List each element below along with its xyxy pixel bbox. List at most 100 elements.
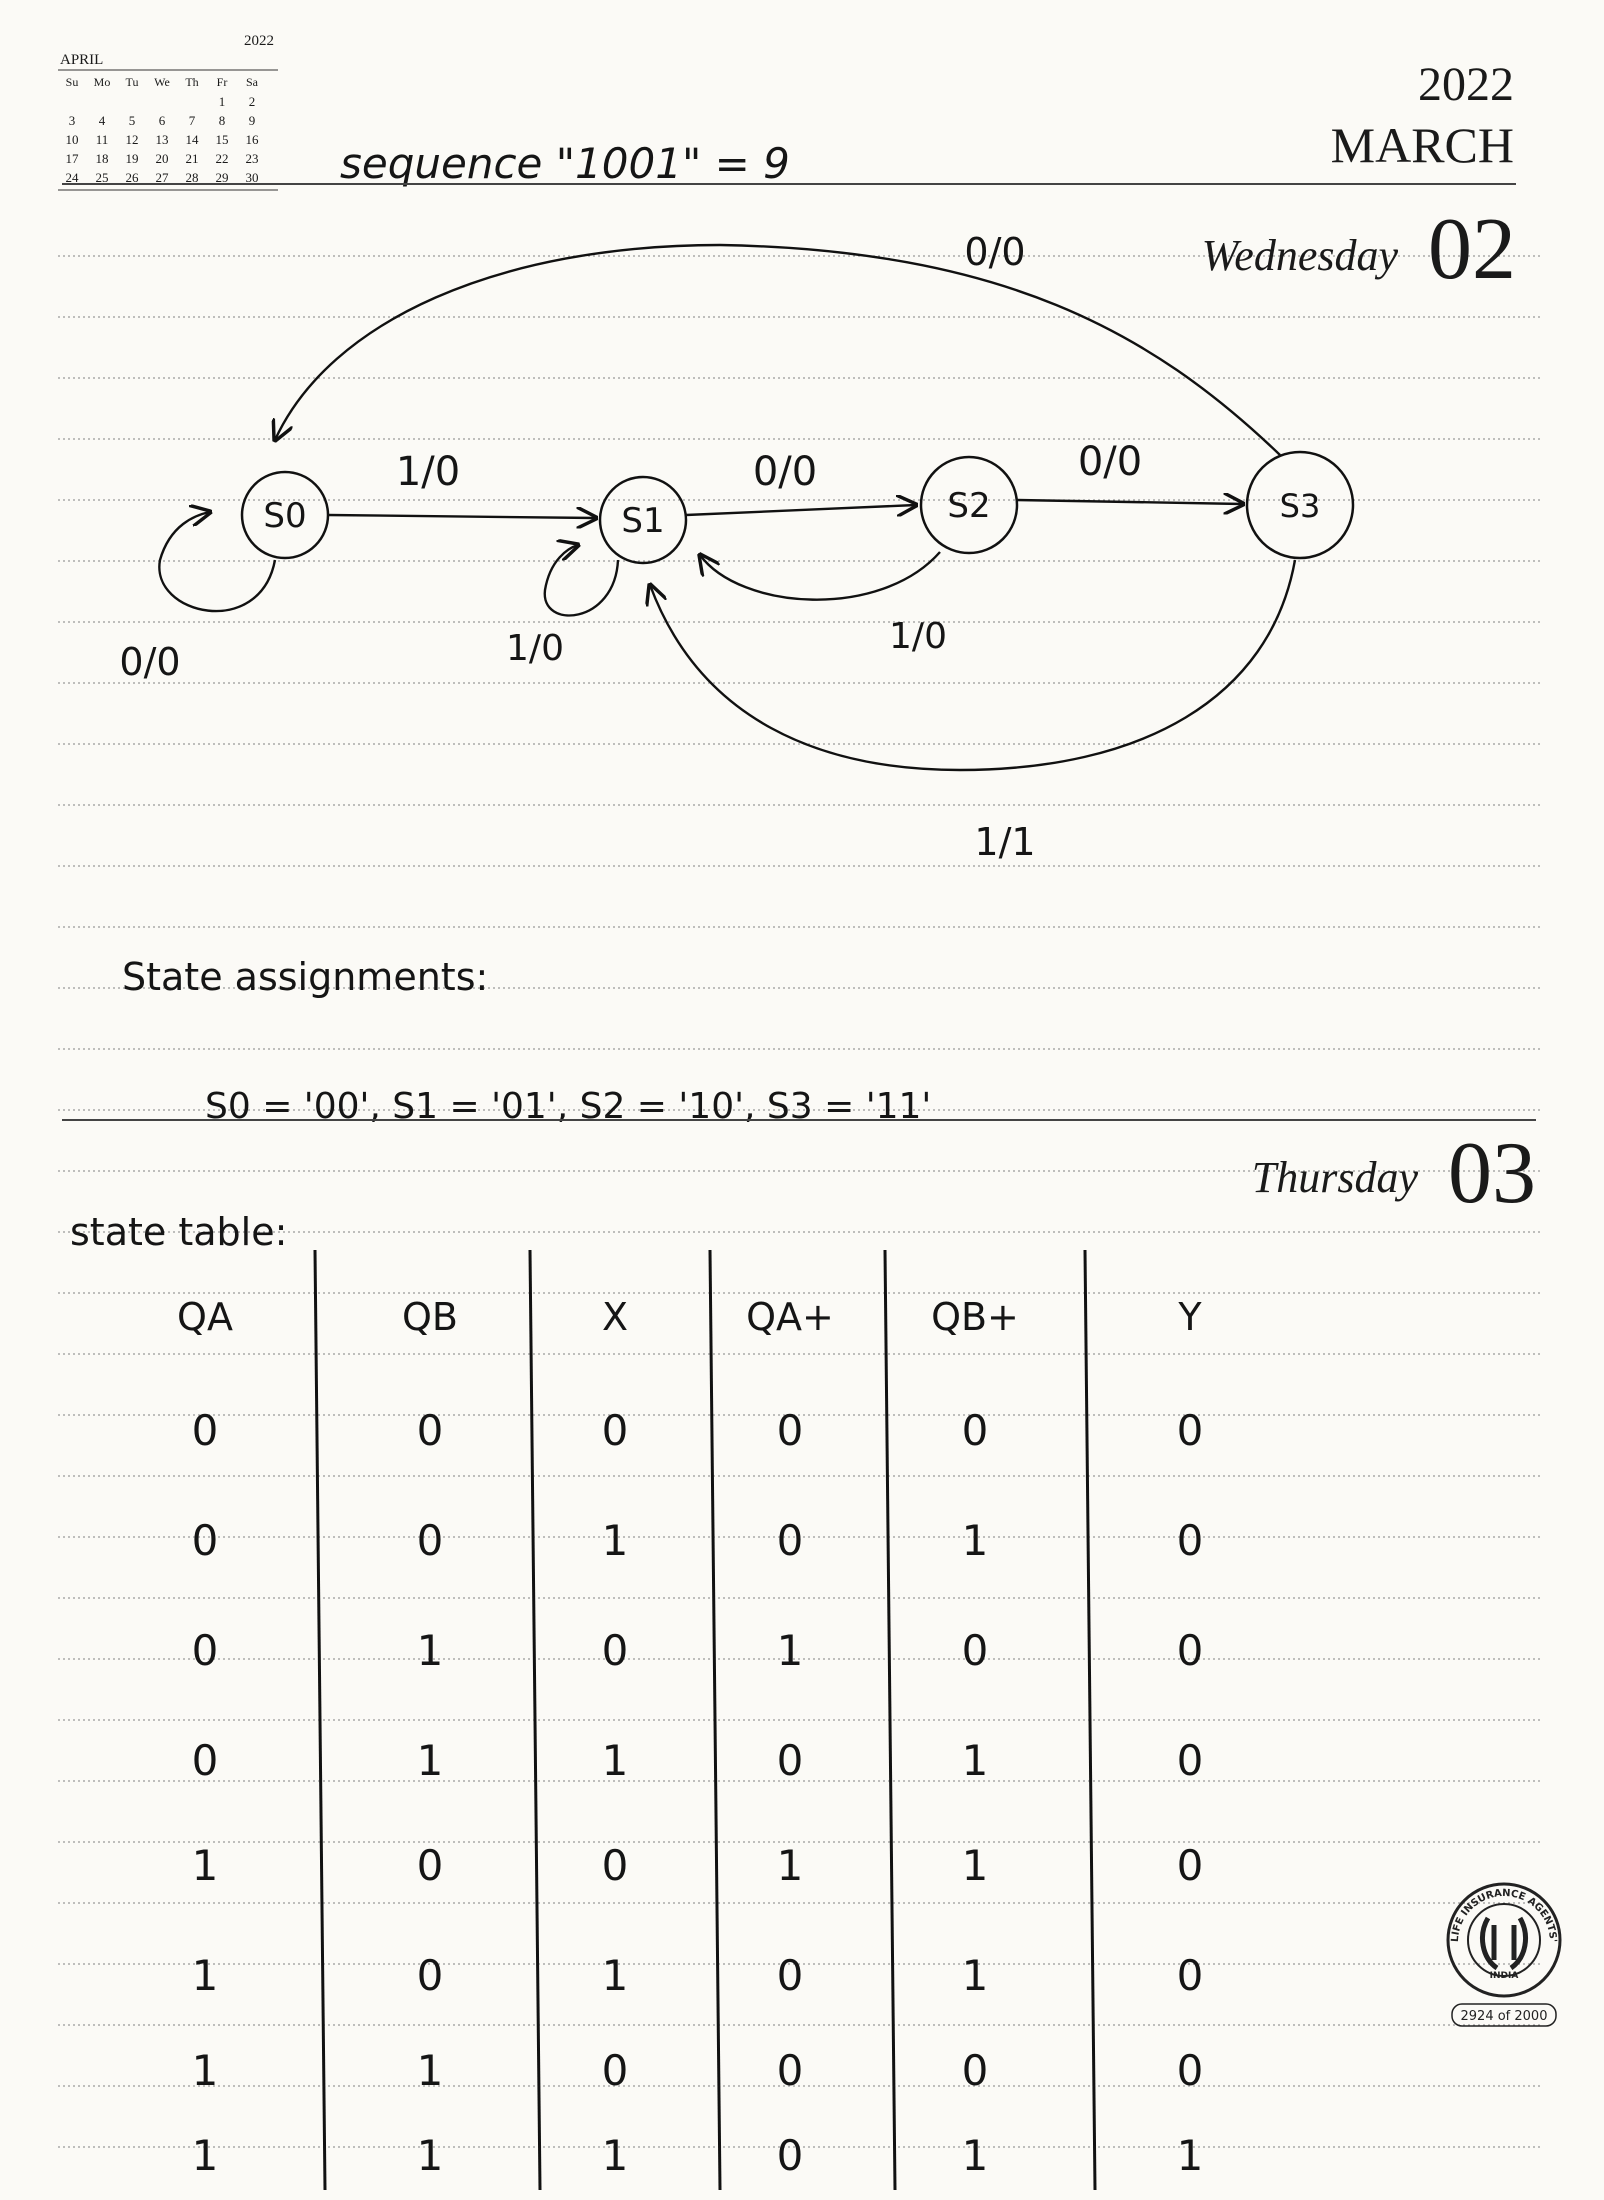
mini-calendar-day: 6 xyxy=(159,113,166,128)
table-cell: 0 xyxy=(602,1406,629,1455)
table-cell: 1 xyxy=(602,1951,629,2000)
table-cell: 0 xyxy=(1177,2046,1204,2095)
table-cell: 0 xyxy=(1177,1736,1204,1785)
mini-calendar-weekday: We xyxy=(154,75,170,89)
edge-s1-self xyxy=(543,545,620,617)
edge-s0-self xyxy=(158,512,277,613)
table-cell: 0 xyxy=(962,1406,989,1455)
mini-calendar-weekday: Mo xyxy=(94,75,111,89)
table-header-cell: QB+ xyxy=(931,1295,1019,1339)
table-header-cell: QB xyxy=(402,1295,458,1339)
mini-calendar-day: 26 xyxy=(126,170,140,185)
table-cell: 0 xyxy=(602,1626,629,1675)
day2-number: 03 xyxy=(1448,1125,1536,1222)
table-cell: 0 xyxy=(192,1736,219,1785)
table-cell: 0 xyxy=(962,2046,989,2095)
table-column-divider xyxy=(883,1249,897,2191)
table-cell: 0 xyxy=(1177,1516,1204,1565)
table-cell: 1 xyxy=(962,1951,989,2000)
logo-inner-text: INDIA xyxy=(1490,1971,1519,1981)
mini-calendar-day: 30 xyxy=(246,170,259,185)
table-cell: 0 xyxy=(417,1841,444,1890)
mini-calendar-weekday: Su xyxy=(66,75,79,89)
day1-name: Wednesday xyxy=(1202,231,1399,280)
table-header-cell: X xyxy=(602,1295,628,1339)
edge-s2-s1 xyxy=(700,552,941,601)
mini-calendar-day: 4 xyxy=(99,113,106,128)
table-cell: 1 xyxy=(417,2046,444,2095)
mini-calendar-day: 14 xyxy=(186,132,200,147)
table-cell: 1 xyxy=(962,2131,989,2180)
table-cell: 1 xyxy=(777,1841,804,1890)
day2-name: Thursday xyxy=(1252,1153,1419,1202)
table-cell: 1 xyxy=(192,1841,219,1890)
table-cell: 1 xyxy=(962,1736,989,1785)
table-cell: 1 xyxy=(602,2131,629,2180)
header-year: 2022 xyxy=(1418,58,1514,111)
mini-calendar-day: 16 xyxy=(246,132,260,147)
table-column-divider xyxy=(708,1249,722,2191)
mini-calendar-weekday: Tu xyxy=(126,75,139,89)
table-cell: 0 xyxy=(192,1406,219,1455)
edge-s3-s0 xyxy=(275,243,1281,456)
table-cell: 0 xyxy=(417,1406,444,1455)
mini-calendar-day: 12 xyxy=(126,132,139,147)
table-cell: 0 xyxy=(1177,1951,1204,2000)
mini-calendar-day: 9 xyxy=(249,113,256,128)
mini-calendar-day: 29 xyxy=(216,170,229,185)
mini-calendar-day: 7 xyxy=(189,113,196,128)
edge-s3-s1 xyxy=(650,559,1297,772)
label-s2-s1: 1/0 xyxy=(889,616,947,657)
mini-calendar-day: 22 xyxy=(216,151,229,166)
federation-logo: LIFE INSURANCE AGENTS' FEDERATION OF IND… xyxy=(0,0,1562,2027)
table-header-cell: QA xyxy=(177,1295,233,1339)
mini-calendar-day: 11 xyxy=(96,132,109,147)
mini-calendar-weekday: Sa xyxy=(246,75,259,89)
mini-calendar-day: 17 xyxy=(66,151,80,166)
table-heading: state table: xyxy=(70,1210,287,1254)
mini-calendar-day: 13 xyxy=(156,132,169,147)
state-s1-label: S1 xyxy=(621,501,664,541)
table-cell: 1 xyxy=(962,1841,989,1890)
mini-calendar-weekday: Fr xyxy=(217,75,228,89)
table-cell: 0 xyxy=(1177,1626,1204,1675)
mini-calendar-day: 28 xyxy=(186,170,199,185)
table-column-divider xyxy=(528,1249,542,2191)
label-s3-s0: 0/0 xyxy=(964,230,1025,274)
day1-number: 02 xyxy=(1428,201,1516,298)
header-month: MARCH xyxy=(1331,117,1514,173)
table-cell: 1 xyxy=(192,2046,219,2095)
assignments-heading: State assignments: xyxy=(122,955,488,999)
title-note: sequence "1001" = 9 xyxy=(340,139,790,188)
table-cell: 1 xyxy=(602,1736,629,1785)
table-cell: 0 xyxy=(777,2131,804,2180)
table-column-divider xyxy=(1083,1249,1097,2191)
table-cell: 1 xyxy=(417,1626,444,1675)
mini-calendar-day: 8 xyxy=(219,113,226,128)
table-cell: 1 xyxy=(417,2131,444,2180)
table-cell: 0 xyxy=(192,1516,219,1565)
state-s1 xyxy=(598,475,688,565)
table-cell: 0 xyxy=(777,1951,804,2000)
table-column-divider xyxy=(313,1249,327,2191)
table-cell: 0 xyxy=(1177,1406,1204,1455)
mini-calendar-day: 3 xyxy=(69,113,76,128)
label-s0-s1: 1/0 xyxy=(396,449,460,495)
mini-calendar-day: 1 xyxy=(219,94,226,109)
table-cell: 1 xyxy=(1177,2131,1204,2180)
mini-calendar-month: APRIL xyxy=(60,52,103,68)
table-cell: 0 xyxy=(962,1626,989,1675)
label-s1-s2: 0/0 xyxy=(753,449,817,495)
table-cell: 0 xyxy=(777,1736,804,1785)
mini-calendar-day: 19 xyxy=(126,151,139,166)
table-cell: 1 xyxy=(192,1951,219,2000)
table-cell: 0 xyxy=(777,1516,804,1565)
mini-calendar-day: 25 xyxy=(96,170,109,185)
label-s0-self: 0/0 xyxy=(119,640,180,684)
